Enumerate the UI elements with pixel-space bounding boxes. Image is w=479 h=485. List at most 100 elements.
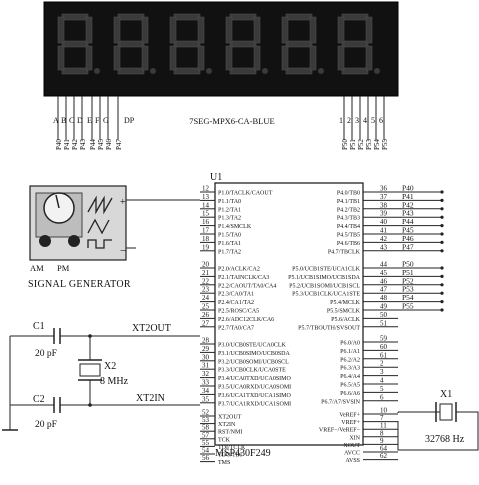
mcu-pin-number: 51 (380, 319, 388, 327)
mcu-pin-name: XT2OUT (218, 415, 242, 421)
mcu-pin-name: VREF−/VeREF− (319, 428, 361, 434)
mcu-net-label: P43 (402, 209, 414, 218)
digit-pin-label: 2 (347, 116, 351, 125)
square-wave-icon (87, 239, 112, 249)
digit-net-label: P55 (381, 139, 389, 150)
mcu-pin-name: P2.6/ADC12CLK/CA6 (218, 317, 274, 323)
net-terminal-icon (440, 207, 444, 211)
mcu-pin-name: P4.0/TB0 (337, 191, 360, 197)
mcu-pin-number: 24 (202, 294, 210, 302)
x2-crystal-icon (79, 363, 101, 377)
mcu-pin-number: 50 (380, 311, 388, 319)
segment-icon (197, 45, 205, 71)
mcu-pin-name: P2.2/CAOUT/TA0/CA4 (218, 283, 276, 289)
digit-icon (113, 13, 156, 75)
mcu-pin-number: 64 (380, 445, 388, 453)
mcu-pin-number: 20 (202, 261, 210, 269)
mcu-pin-number: 55 (202, 439, 210, 447)
mcu-pin-name: P5.7/TBOUTH/SVSOUT (298, 325, 360, 331)
display-digits (57, 13, 380, 75)
mcu-pin-number: 60 (380, 343, 388, 351)
net-terminal-icon (440, 190, 444, 194)
mcu-net-label: P45 (402, 226, 414, 235)
x2-value: 8 MHz (100, 376, 129, 387)
mcu-net-label: P41 (402, 192, 414, 201)
mcu-pin-number: 43 (380, 243, 388, 251)
c2-value: 20 pF (35, 420, 57, 430)
mcu-pin-number: 45 (380, 269, 388, 277)
segment-icon (173, 13, 201, 21)
pm-knob-icon (68, 235, 80, 247)
segment-icon (285, 40, 313, 48)
segment-net-label: P45 (97, 139, 105, 150)
digit-icon (281, 13, 324, 75)
mcu-pin-number: 42 (380, 235, 388, 243)
segment-icon (173, 40, 201, 48)
mcu-pin-name: P5.1/UCB1SIMO/UCB1SDA (288, 275, 361, 281)
mcu-pin-number: 36 (380, 185, 388, 193)
mcu-pin-number: 19 (202, 243, 210, 251)
mcu-pin-name: P3.2/UCB0SOMI/UCB0SCL (218, 359, 289, 365)
mcu-pin-number: 12 (202, 185, 210, 193)
mcu-pin-number: 31 (202, 362, 210, 370)
mcu-pin-number: 2 (380, 360, 384, 368)
signal-generator: + − AM PM SIGNAL GENERATOR (28, 185, 136, 290)
mcu-net-label: P46 (402, 234, 414, 243)
segment-net-label: P43 (79, 139, 87, 150)
segment-pin-label: D (77, 116, 83, 125)
mcu-pin-name: P5.3/UCB1CLK/UCA1STE (292, 292, 360, 298)
digit-pin-label: 4 (363, 116, 367, 125)
segment-net-label: P42 (71, 139, 79, 150)
segment-pin-label: DP (124, 116, 135, 125)
segment-icon (85, 16, 93, 44)
net-terminal-icon (440, 266, 444, 270)
mcu-pin-name: P3.6/UCA1TXD/UCA1SIMO (218, 393, 292, 399)
segment-icon (285, 13, 313, 21)
segment-icon (57, 45, 65, 71)
mcu-body (214, 182, 364, 446)
mcu-pin-name: TCK (218, 437, 231, 443)
digit-icon (337, 13, 380, 75)
mcu-part: MSP430F249 (215, 448, 271, 459)
mcu-pin-number: 17 (202, 227, 210, 235)
mcu-pin-name: VREF+ (341, 420, 360, 426)
segment-icon (225, 16, 233, 44)
mcu-pin-name: P4.2/TB2 (337, 207, 360, 213)
net-terminal-icon (440, 249, 444, 253)
segment-icon (365, 16, 373, 44)
junction-dot (88, 334, 92, 338)
mcu-pin-name: P3.7/UCA1RXD/UCA1SOMI (218, 401, 291, 407)
mcu-pin-number: 37 (380, 193, 388, 201)
mcu-pin-number: 35 (202, 395, 210, 403)
segment-icon (173, 67, 201, 75)
mcu-pin-name: P1.3/TA2 (218, 216, 241, 222)
net-terminal-icon (440, 308, 444, 312)
digit-icon (225, 13, 268, 75)
am-label: AM (30, 263, 44, 273)
digit-icon (57, 13, 100, 75)
segment-icon (229, 40, 257, 48)
digit-net-label: P53 (365, 139, 373, 150)
c2-ref: C2 (33, 394, 45, 405)
net-terminal-icon (440, 274, 444, 278)
dp-icon (94, 68, 100, 74)
mcu-pin-name: TDO/TDI (218, 453, 242, 459)
mcu-pin-name: P6.5/A5 (340, 383, 360, 389)
mcu-pin-name: P3.1/UCB0SIMO/UCB0SDA (218, 351, 291, 357)
mcu-net-label: P53 (402, 285, 414, 294)
mcu-pin-number: 47 (380, 286, 388, 294)
mcu-pin-name: AVSS (345, 458, 360, 464)
mcu-net-label: P50 (402, 260, 414, 269)
mcu-pin-name: P4.4/TB4 (337, 224, 360, 230)
mcu-net-label: P52 (402, 276, 414, 285)
segment-icon (309, 16, 317, 44)
pm-label: PM (57, 263, 70, 273)
junction-dot (88, 403, 92, 407)
segment-pin-label: F (95, 116, 100, 125)
mcu-pin-number: 6 (380, 393, 384, 401)
segment-icon (281, 45, 289, 71)
mcu-pin-number: 56 (202, 454, 210, 462)
mcu-pin-number: 41 (380, 227, 388, 235)
segment-icon (169, 45, 177, 71)
